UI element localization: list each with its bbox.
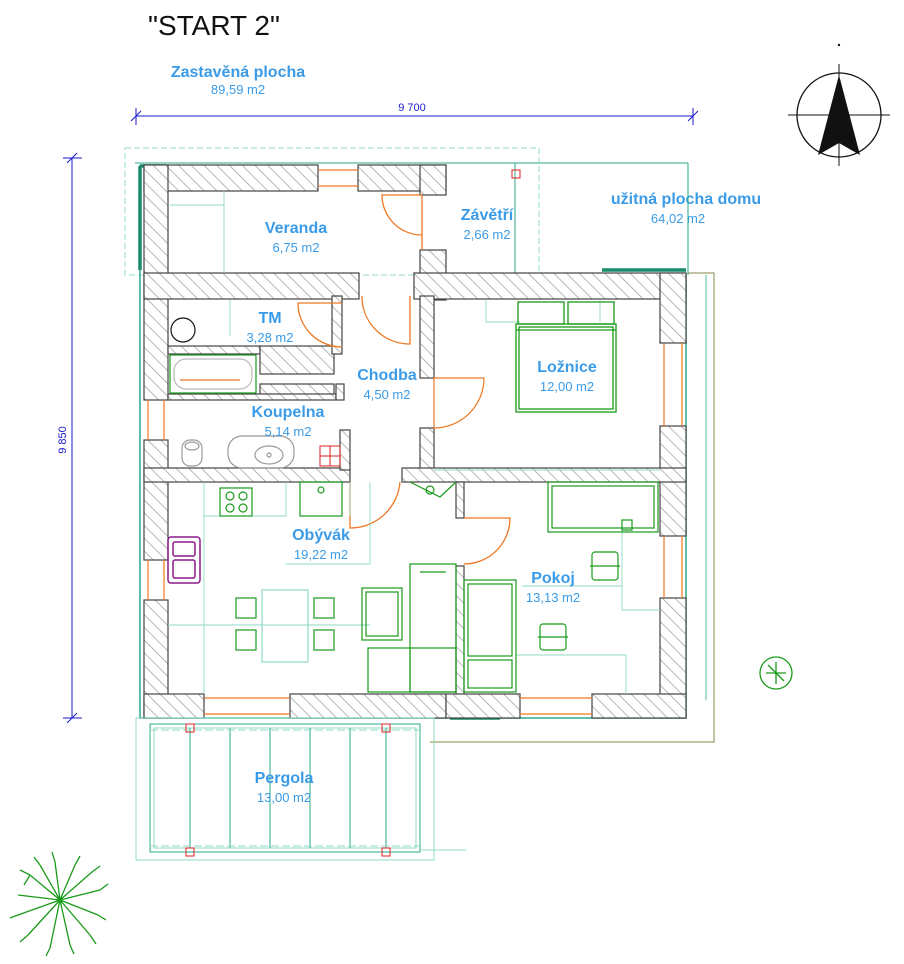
room-name-chodba: Chodba [357,367,417,384]
width-dimension-line [130,108,699,125]
height-dimension-text: 9 850 [57,426,69,454]
width-dimension-text: 9 700 [398,102,426,114]
sofa-bed-icon [463,579,517,693]
toilet-icon [181,439,203,467]
room-name-tm: TM [258,310,281,327]
room-area-pergola: 13,00 m2 [257,790,311,805]
bathtub-icon [169,354,257,394]
doors [180,194,511,565]
room-name-pokoj: Pokoj [531,570,575,587]
sink-icon [227,435,295,469]
room-area-chodba: 4,50 m2 [364,387,411,402]
corner-sofa-icon [367,563,457,693]
chair-icon [538,623,568,651]
wardrobe-icon [547,481,659,533]
plan-title: "START 2" [148,10,280,41]
room-area-tm: 3,28 m2 [247,330,294,345]
room-area-loznice: 12,00 m2 [540,379,594,394]
room-labels: Veranda 6,75 m2 Závětří 2,66 m2 TM 3,28 … [247,207,597,805]
oven-icon [299,481,343,517]
room-name-veranda: Veranda [265,220,327,237]
room-name-koupelna: Koupelna [252,404,325,421]
room-area-veranda: 6,75 m2 [273,240,320,255]
chair-icon [590,551,620,581]
stove-icon [409,481,457,498]
house-outline [139,165,687,719]
chimney-icon [319,445,341,467]
room-area-koupelna: 5,14 m2 [265,424,312,439]
height-dimension-line [63,152,82,724]
room-name-loznice: Ložnice [537,359,597,376]
chair-icon [235,629,257,651]
column-marker [511,169,521,179]
furniture [169,301,659,693]
hob-icon [219,487,253,517]
chair-icon [313,629,335,651]
north-arrow-icon [788,43,890,166]
room-area-zavetri: 2,66 m2 [464,227,511,242]
windows [147,169,683,715]
armchair-icon [361,587,403,641]
built-area-label: Zastavěná plocha [171,64,305,81]
kitchen-sink-icon [167,536,201,584]
room-name-zavetri: Závětří [461,207,514,224]
walls [143,164,687,719]
room-edges [168,191,660,694]
built-area-value: 89,59 m2 [211,82,265,97]
chair-icon [235,597,257,619]
usable-area-value: 64,02 m2 [651,211,705,226]
room-area-obyvak: 19,22 m2 [294,547,348,562]
room-area-pokoj: 13,13 m2 [526,590,580,605]
bed-icon [515,301,617,413]
room-name-obyvak: Obývák [292,527,350,544]
usable-area-label: užitná plocha domu [611,191,761,208]
shrub-icon [759,656,793,690]
boiler-icon [170,317,196,343]
chair-icon [313,597,335,619]
room-name-pergola: Pergola [255,770,314,787]
pergola [135,717,466,861]
dining-table-icon [261,589,309,663]
outline-accent [138,164,686,720]
tree-icon [9,851,109,957]
